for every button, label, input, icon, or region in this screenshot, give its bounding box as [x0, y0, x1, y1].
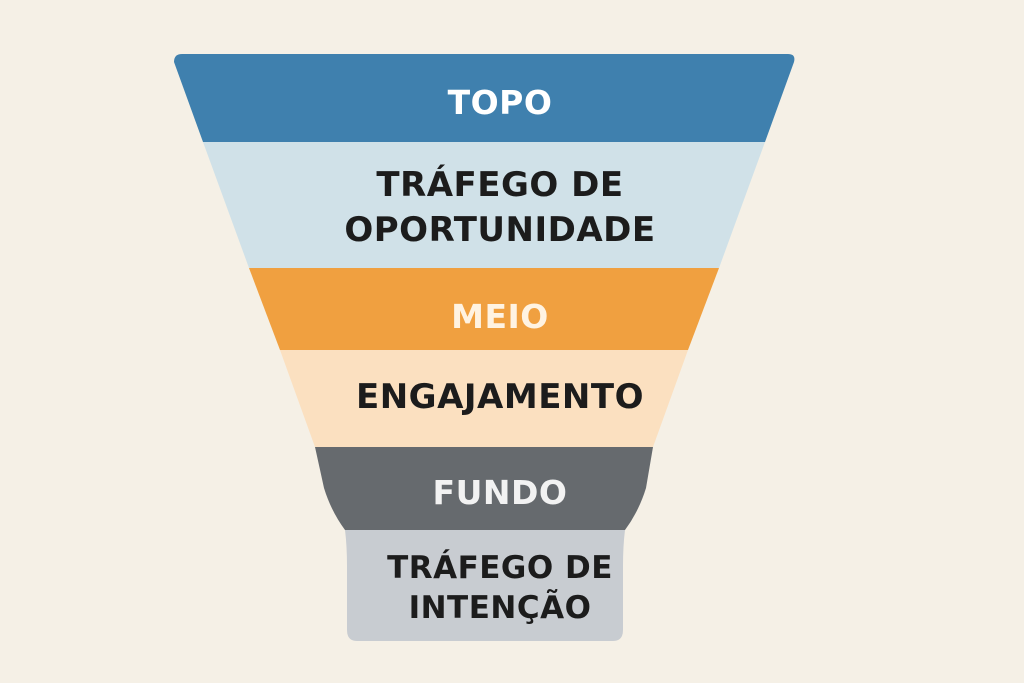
middle-band [249, 268, 719, 350]
bottom-stage-label: FUNDO [432, 473, 568, 512]
middle-stage-description: ENGAJAMENTO [356, 377, 644, 417]
middle-stage-label: MEIO [451, 297, 549, 336]
middle-description-band [280, 350, 688, 447]
top-stage-description-line-1: TRÁFEGO DE [376, 165, 624, 205]
bottom-band [315, 447, 653, 530]
bottom-description-band [345, 530, 625, 641]
bottom-stage-description-line-1: TRÁFEGO DE [387, 550, 613, 586]
top-stage-description-line-2: OPORTUNIDADE [344, 210, 656, 250]
top-description-band [203, 142, 765, 268]
bottom-stage-description-line-2: INTENÇÃO [408, 590, 592, 626]
top-stage-label: TOPO [447, 83, 553, 122]
top-band [174, 54, 795, 142]
